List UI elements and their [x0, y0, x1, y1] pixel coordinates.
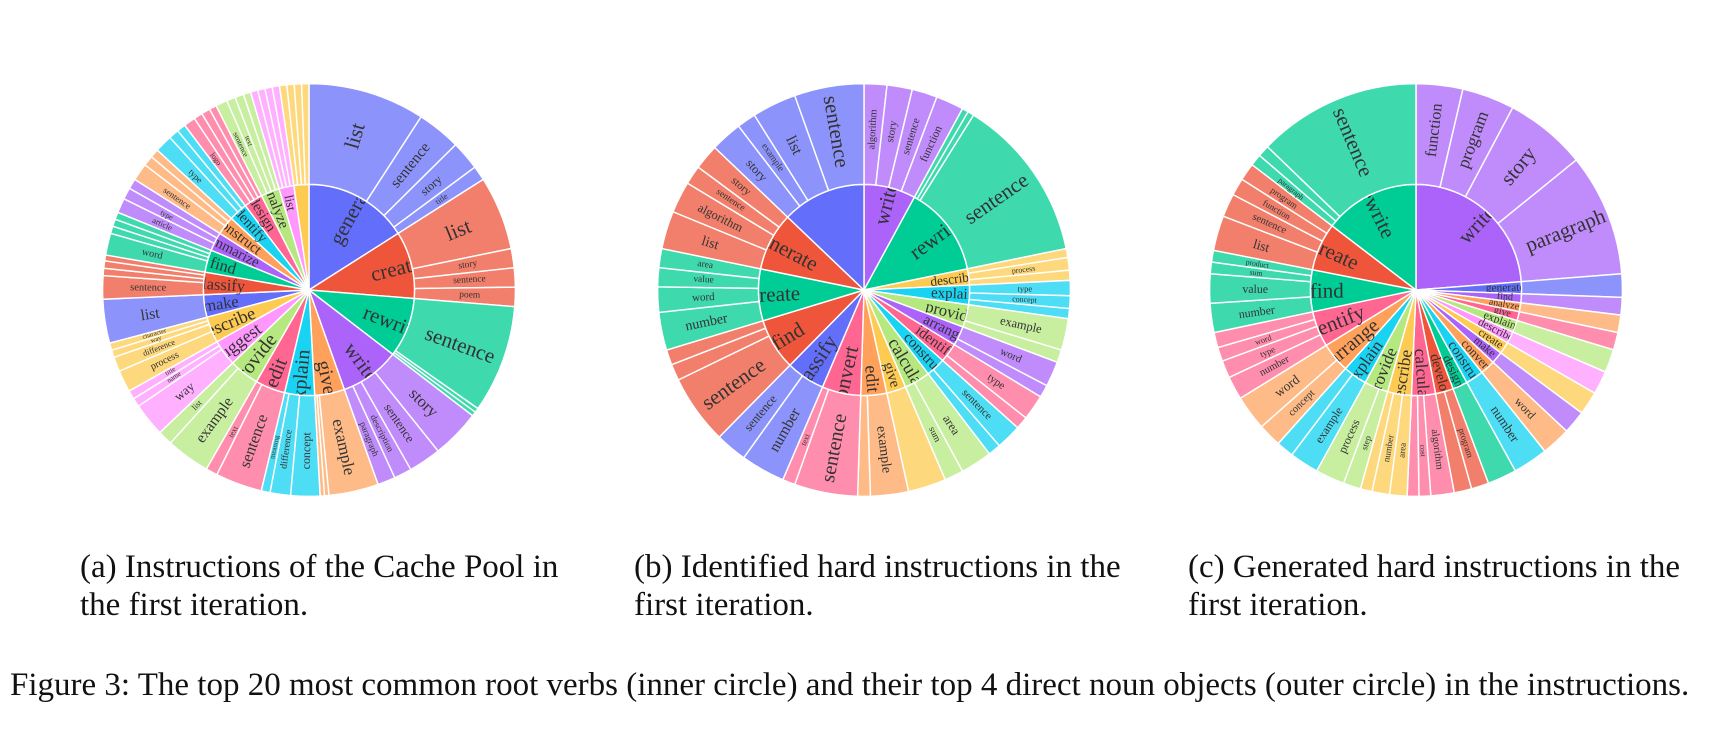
subfigure-caption-a: (a) Instructions of the Cache Pool in th…	[80, 549, 559, 623]
noun-label: cost	[1418, 444, 1428, 458]
verb-label: describe	[929, 269, 975, 289]
noun-label: story	[458, 259, 479, 272]
sunburst-chart-a: generatelistsentencestorytitlecreatelist…	[101, 82, 517, 498]
noun-label: value	[1242, 282, 1268, 296]
noun-label: value	[693, 274, 714, 285]
noun-label: word	[141, 247, 164, 262]
noun-slice	[300, 82, 310, 186]
noun-label: word	[692, 291, 716, 304]
noun-label: process	[1011, 264, 1036, 276]
verb-label: edit	[861, 364, 883, 393]
noun-label: list	[139, 304, 161, 324]
noun-label: list	[1252, 236, 1272, 255]
noun-label: sentence	[453, 274, 486, 286]
verb-label: give	[880, 360, 903, 390]
noun-label: difference	[278, 429, 294, 470]
noun-label: sum	[1249, 268, 1263, 278]
noun-label: example	[873, 425, 895, 474]
verb-label: list	[281, 194, 298, 213]
noun-label: algorithm	[866, 109, 879, 150]
noun-label: area	[697, 259, 715, 271]
noun-label: concept	[299, 431, 314, 469]
noun-label: sentence	[130, 282, 167, 293]
subfigure-caption-b: (b) Identified hard instructions in the …	[634, 549, 1121, 623]
noun-label: type	[1017, 283, 1032, 293]
verb-label: classify	[194, 273, 246, 295]
noun-label: poem	[459, 290, 481, 301]
noun-label: function	[1423, 103, 1446, 158]
verb-label: find	[1310, 279, 1345, 303]
verb-label: explain	[931, 285, 976, 303]
noun-slice	[793, 82, 865, 192]
noun-label: step	[1359, 434, 1373, 451]
noun-label: meaning	[269, 434, 281, 459]
noun-label: list	[700, 233, 721, 253]
noun-label: text	[243, 135, 253, 147]
noun-label: concept	[1012, 294, 1038, 304]
noun-label: algorithm	[1429, 429, 1445, 471]
noun-slice	[1266, 82, 1417, 218]
noun-label: list	[782, 133, 806, 158]
noun-label: number	[1238, 302, 1276, 321]
verb-label: generate	[1486, 282, 1525, 295]
subfigure-caption-c: (c) Generated hard instructions in the f…	[1188, 549, 1681, 623]
noun-label: way	[150, 334, 163, 344]
noun-label: number	[1381, 434, 1396, 463]
figure-caption: Figure 3: The top 20 most common root ve…	[10, 667, 1690, 703]
noun-label: story	[884, 119, 900, 143]
noun-label: area	[1397, 442, 1408, 458]
noun-label: title	[164, 366, 177, 378]
